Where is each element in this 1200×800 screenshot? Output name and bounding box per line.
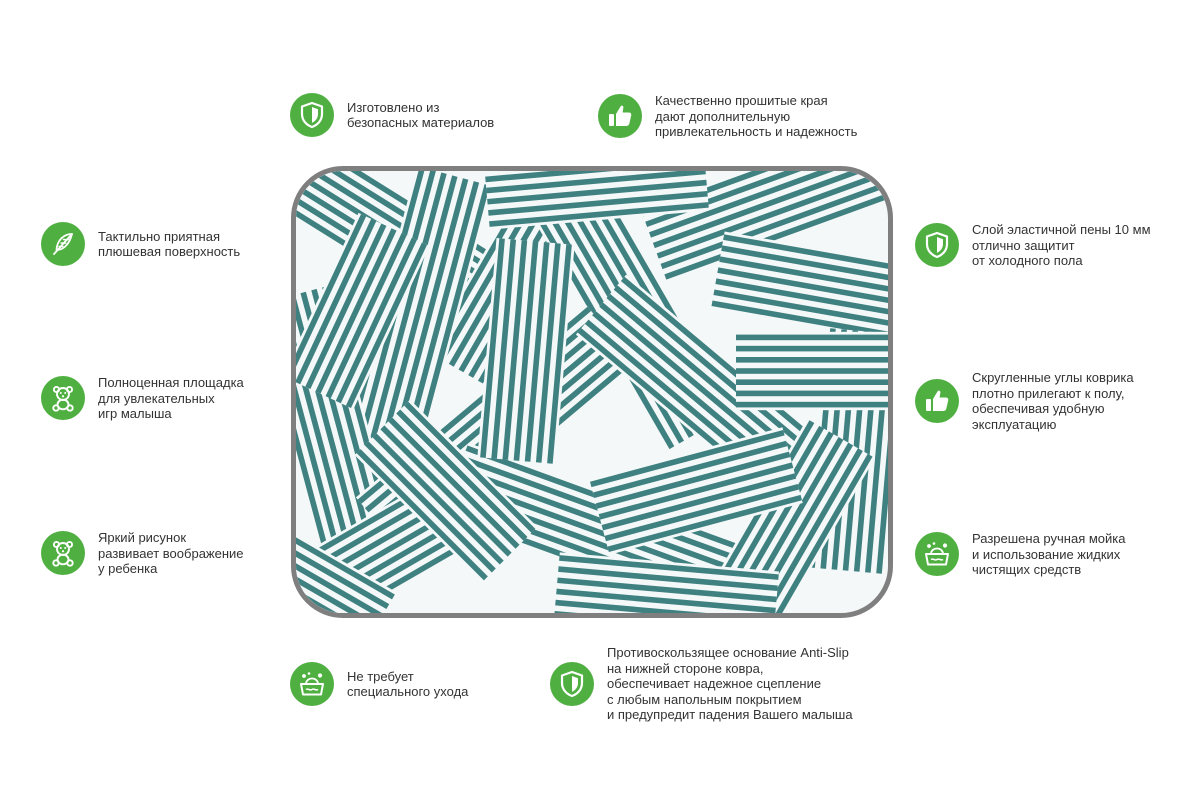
- rug-stripe-plank: [736, 331, 888, 411]
- feature-stitched-edges: Качественно прошитые края дают дополните…: [598, 93, 857, 140]
- feature-text: Скругленные углы коврика плотно прилегаю…: [972, 370, 1134, 432]
- feature-text: Разрешена ручная мойка и использование ж…: [972, 531, 1126, 577]
- feature-text: Изготовлено из безопасных материалов: [347, 99, 495, 131]
- wash-basin-icon: [290, 662, 334, 706]
- rug-stripe-plank: [553, 552, 779, 613]
- feature-hand-wash: Разрешена ручная мойка и использование ж…: [915, 531, 1125, 578]
- wash-basin-icon: [915, 532, 959, 577]
- feature-plush-surface: Тактильно приятная плюшевая поверхность: [41, 222, 240, 266]
- feature-text: Тактильно приятная плюшевая поверхность: [98, 228, 241, 260]
- rug-stripe-plank: [354, 399, 538, 583]
- feature-text: Не требует специального ухода: [347, 668, 469, 700]
- shield-icon: [290, 93, 334, 137]
- thumbs-up-icon: [915, 379, 959, 423]
- rug-illustration: [291, 166, 893, 618]
- rug-stripe-plank: [589, 427, 803, 555]
- teddy-bear-icon: [41, 531, 85, 576]
- feature-bright-pattern: Яркий рисунок развивает воображение у ре…: [41, 530, 244, 577]
- feature-safe-materials: Изготовлено из безопасных материалов: [290, 93, 494, 137]
- rug-stripe-plank: [483, 171, 709, 230]
- shield-icon: [915, 223, 959, 268]
- rug-stripe-plank: [477, 238, 575, 464]
- shield-icon: [550, 661, 594, 706]
- thumbs-up-icon: [598, 94, 642, 139]
- teddy-bear-icon: [41, 376, 85, 421]
- feature-text: Слой эластичной пены 10 мм отлично защит…: [972, 222, 1151, 268]
- rug-stripe-plank: [296, 212, 430, 410]
- feature-anti-slip: Противоскользящее основание Anti-Slip на…: [550, 645, 853, 723]
- rug-stripe-plank: [711, 231, 888, 351]
- feature-text: Яркий рисунок развивает воображение у ре…: [98, 530, 244, 576]
- feather-icon: [41, 222, 85, 266]
- feature-rounded-corners: Скругленные углы коврика плотно прилегаю…: [915, 370, 1134, 432]
- feature-text: Качественно прошитые края дают дополните…: [655, 93, 858, 139]
- feature-no-special-care: Не требует специального ухода: [290, 662, 468, 706]
- feature-text: Противоскользящее основание Anti-Slip на…: [607, 645, 853, 722]
- feature-text: Полноценная площадка для увлекательных и…: [98, 375, 244, 421]
- rug-pattern: [296, 171, 888, 613]
- feature-play-area: Полноценная площадка для увлекательных и…: [41, 375, 244, 422]
- feature-foam-layer: Слой эластичной пены 10 мм отлично защит…: [915, 222, 1151, 269]
